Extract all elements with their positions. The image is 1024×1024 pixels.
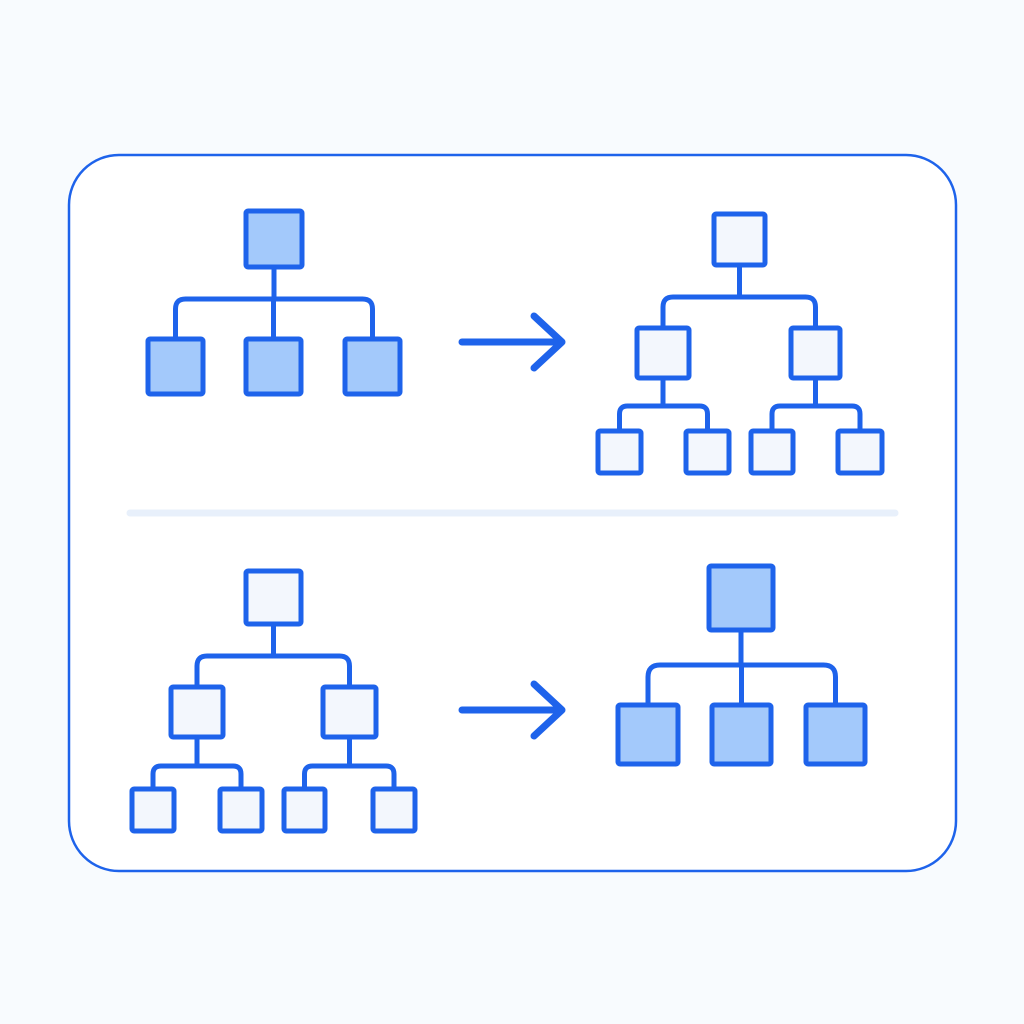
- grandchild-node: [217, 786, 265, 834]
- source-tree-nested: [129, 568, 418, 834]
- child-node: [320, 684, 379, 740]
- edge-child-bus: [617, 403, 710, 434]
- transform-arrow: [458, 312, 566, 372]
- root-node: [243, 208, 305, 270]
- child-node: [145, 336, 206, 397]
- child-node: [342, 336, 403, 397]
- edge-child-bus: [150, 763, 244, 792]
- grandchild-node: [748, 428, 796, 476]
- edge-child-bus: [769, 403, 863, 434]
- transformation-flat-to-nested: [145, 208, 885, 476]
- transformation-nested-to-flat: [129, 563, 868, 834]
- grandchild-node: [595, 428, 644, 476]
- grandchild-node: [129, 786, 177, 834]
- grandchild-node: [835, 428, 885, 476]
- edge-root-bus: [660, 294, 818, 331]
- grandchild-node: [683, 428, 732, 476]
- child-node: [243, 336, 304, 397]
- root-node: [706, 563, 776, 633]
- transform-arrow: [458, 680, 566, 740]
- child-node: [788, 325, 843, 381]
- result-tree-nested: [595, 211, 885, 476]
- root-node: [243, 568, 304, 627]
- grandchild-node: [281, 786, 328, 834]
- edge-child-bus: [302, 763, 397, 792]
- child-node: [634, 325, 692, 381]
- root-node: [711, 211, 768, 268]
- child-node: [168, 684, 226, 740]
- child-node: [709, 702, 774, 767]
- edge-root-bus: [194, 653, 352, 690]
- result-tree-flat: [615, 563, 868, 767]
- source-tree-flat: [145, 208, 403, 397]
- child-node: [615, 702, 681, 767]
- grandchild-node: [370, 786, 418, 834]
- child-node: [803, 702, 868, 767]
